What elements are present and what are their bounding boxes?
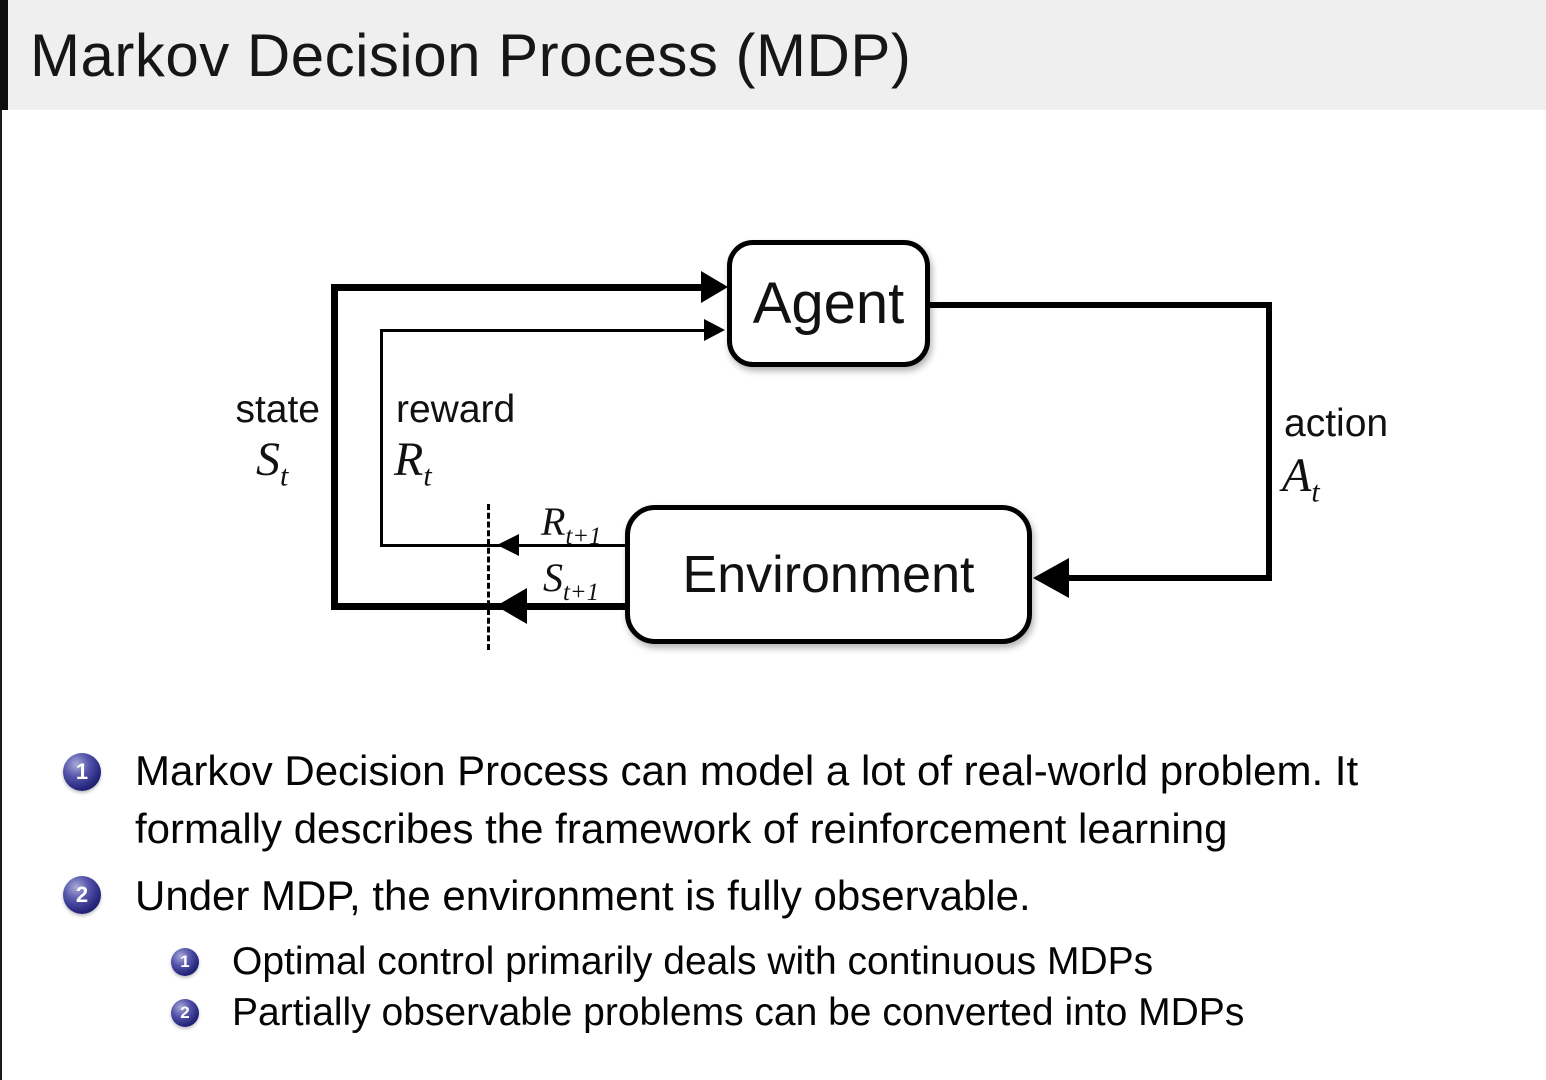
environment-label: Environment (682, 545, 975, 604)
action-arrowhead-into-environment (1033, 558, 1069, 598)
reward-label: reward (396, 388, 516, 431)
page-title: Markov Decision Process (MDP) (30, 21, 912, 89)
reward-line-top (380, 329, 706, 332)
enumerate-ball-2: 2 (63, 876, 101, 914)
slide-left-border (0, 0, 2, 1080)
next-state-symbol-base: S (543, 555, 563, 600)
bullet-2-line-1: Under MDP, the environment is fully obse… (135, 872, 1031, 919)
next-reward-symbol-base: R (541, 499, 566, 544)
enumerate-ball-2-number: 2 (75, 882, 89, 907)
next-state-line (331, 603, 628, 610)
timestep-dashed-line (487, 504, 490, 650)
environment-box: Environment (625, 505, 1032, 644)
action-line-top (930, 302, 1272, 308)
next-reward-arrowhead (497, 534, 519, 556)
action-line-bottom (1060, 575, 1272, 581)
action-line-vertical (1266, 302, 1272, 580)
state-label: state (235, 388, 320, 431)
sub-enumerate-ball-1: 1 (171, 948, 199, 976)
action-symbol: At (1282, 448, 1320, 510)
next-state-symbol-sub: t+1 (563, 579, 600, 606)
sub-enumerate-ball-1-number: 1 (180, 952, 190, 971)
state-symbol-sub: t (280, 459, 289, 493)
reward-line-vertical (380, 329, 383, 547)
mdp-loop-diagram: Agent Environment state St reward Rt act… (235, 240, 1389, 650)
next-reward-symbol: Rt+1 (541, 498, 601, 551)
enumerate-ball-1: 1 (63, 753, 101, 791)
agent-box: Agent (727, 240, 930, 367)
next-reward-symbol-sub: t+1 (565, 523, 602, 550)
sub-enumerate-ball-2-number: 2 (180, 1003, 190, 1022)
state-symbol-base: S (256, 433, 280, 486)
state-line-top (331, 284, 705, 291)
sub-enumerate-ball-2: 2 (171, 999, 199, 1027)
state-symbol: St (256, 432, 288, 494)
action-symbol-base: A (1282, 449, 1312, 502)
bullet-1-line-1: Markov Decision Process can model a lot … (135, 747, 1359, 794)
reward-arrowhead-into-agent (704, 319, 725, 341)
sub-bullet-2-text: Partially observable problems can be con… (232, 991, 1245, 1034)
bullet-1-line-2: formally describes the framework of rein… (135, 805, 1228, 852)
enumerate-ball-1-number: 1 (75, 759, 89, 784)
agent-label: Agent (752, 271, 905, 336)
sub-bullet-1-text: Optimal control primarily deals with con… (232, 940, 1154, 983)
state-arrowhead-into-agent (701, 271, 728, 303)
title-accent-bar (0, 0, 8, 110)
reward-symbol: Rt (394, 432, 432, 494)
action-label: action (1284, 402, 1389, 445)
action-symbol-sub: t (1311, 475, 1320, 509)
next-state-arrowhead (496, 588, 527, 624)
reward-symbol-base: R (394, 433, 424, 486)
reward-symbol-sub: t (423, 459, 432, 493)
title-bar: Markov Decision Process (MDP) (0, 0, 1546, 110)
next-state-symbol: St+1 (543, 554, 599, 607)
state-line-vertical (331, 284, 338, 610)
